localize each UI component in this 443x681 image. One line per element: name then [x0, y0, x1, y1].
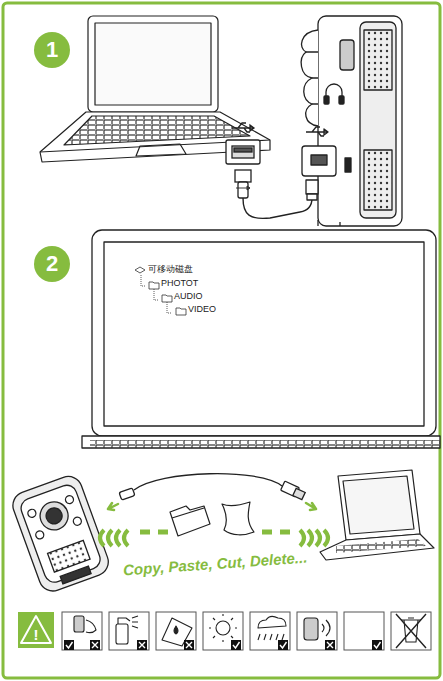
- drive-name: 可移动磁盘: [148, 265, 193, 275]
- folder-name: PHOTOT: [161, 279, 198, 289]
- step-number: 1: [46, 39, 58, 61]
- folder-name: VIDEO: [188, 305, 216, 315]
- step-number-circle: 2: [34, 246, 70, 282]
- action-caption: Copy, Paste, Cut, Delete...: [122, 550, 307, 579]
- warning-square: !: [18, 612, 54, 648]
- step-number-circle: 1: [34, 32, 70, 68]
- folder-name: AUDIO: [174, 292, 203, 302]
- step-number: 2: [46, 253, 58, 275]
- warning-mark: !: [34, 627, 39, 642]
